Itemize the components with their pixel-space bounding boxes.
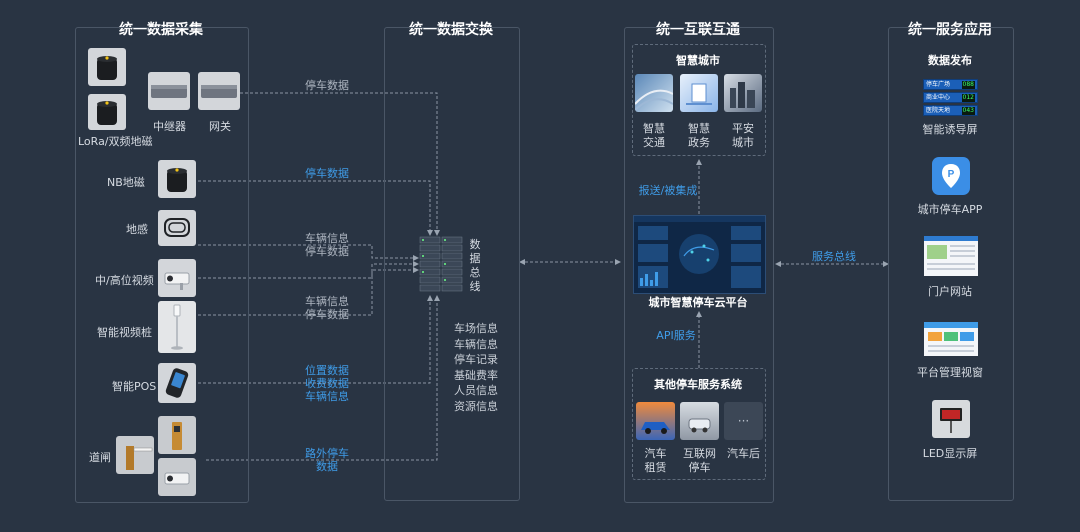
smart-city-title: 智慧城市 [676, 54, 720, 67]
flow-line-2 [198, 180, 433, 236]
lora-magnet-image-2 [88, 94, 126, 130]
label-car-rental: 汽车租赁 [644, 447, 667, 474]
label-video-pile: 智能视频桩 [97, 326, 152, 339]
label-aftermarket: 汽车后 [727, 447, 760, 460]
flow-label-5a: 位置数据 [305, 364, 349, 377]
bus-item: 基础费率 [454, 368, 498, 382]
portal-website-image [924, 236, 978, 276]
internet-parking-image [680, 402, 719, 440]
pos-image [158, 363, 196, 403]
label-led-screen: LED显示屏 [922, 447, 978, 460]
data-publish-title: 数据发布 [928, 54, 972, 67]
label-nb-magnet: NB地磁 [107, 176, 145, 189]
label-gateway: 网关 [209, 120, 231, 133]
report-label: 报送/被集成 [638, 184, 698, 197]
video-camera-image [158, 259, 196, 297]
service-panel [888, 27, 1014, 501]
bus-item: 车场信息 [454, 322, 498, 335]
guide-screen-image: 停车广场 088 商业中心 012 医院天地 043 [923, 79, 978, 117]
column-title-service: 统一服务应用 [908, 22, 992, 38]
label-gate: 道闸 [89, 451, 111, 464]
label-ground-sensor: 地感 [126, 223, 148, 236]
label-smart-government: 智慧政务 [688, 122, 710, 149]
ground-sensor-image [158, 210, 196, 246]
column-title-interconnect: 统一互联互通 [656, 22, 740, 38]
car-rental-image [636, 402, 675, 440]
flow-line-5 [198, 267, 419, 316]
label-video: 中/高位视频 [95, 274, 154, 287]
cloud-platform-label: 城市智慧停车云平台 [648, 296, 748, 309]
cloud-dashboard-image [633, 215, 766, 294]
api-service-label: API服务 [656, 329, 696, 342]
flow-label-5c: 车辆信息 [305, 390, 349, 403]
bus-data-items: 车场信息 车辆信息 停车记录 基础费率 人员信息 资源信息 [448, 321, 504, 414]
flow-line-6 [198, 295, 433, 384]
smart-city-box [632, 44, 766, 156]
column-title-exchange: 统一数据交换 [409, 22, 493, 38]
bus-item: 车辆信息 [454, 337, 498, 351]
flow-line-7 [206, 295, 440, 461]
gate-terminal-image [158, 416, 196, 454]
interconnect-panel [624, 27, 774, 503]
bus-item: 人员信息 [454, 384, 498, 397]
label-repeater: 中继器 [153, 120, 186, 133]
flow-label-2: 停车数据 [305, 167, 349, 180]
flow-label-3b: 停车数据 [305, 245, 349, 258]
flow-line-3 [198, 244, 419, 261]
data-bus-server-icon [419, 236, 463, 292]
exchange-panel [384, 27, 520, 501]
flow-label-3a: 车辆信息 [305, 232, 349, 245]
led-screen-image [932, 400, 970, 438]
flow-line-1 [240, 92, 440, 236]
other-systems-title: 其他停车服务系统 [654, 378, 742, 391]
other-systems-box [632, 368, 766, 480]
label-portal-website: 门户网站 [928, 285, 972, 298]
flow-label-6b: 数据 [316, 460, 338, 473]
collect-panel [75, 27, 249, 503]
label-internet-parking: 互联网停车 [683, 447, 716, 474]
data-bus-label: 数据总线 [469, 238, 481, 293]
repeater-image [148, 72, 190, 110]
label-guide-screen: 智能诱导屏 [922, 123, 978, 136]
label-smart-traffic: 智慧交通 [643, 122, 665, 149]
guide-row: 停车广场 088 [923, 79, 978, 90]
smart-government-image [680, 74, 718, 112]
label-platform-window: 平台管理视窗 [917, 366, 983, 379]
platform-window-image [924, 322, 978, 356]
gate-barrier-image [116, 436, 154, 474]
column-title-collect: 统一数据采集 [119, 22, 203, 38]
nb-magnet-image [158, 160, 196, 198]
guide-row: 商业中心 012 [923, 92, 978, 103]
more-systems-placeholder: ··· [724, 402, 763, 440]
label-lora: LoRa/双频地磁 [78, 135, 153, 148]
guide-row: 医院天地 043 [923, 105, 978, 116]
flow-label-4b: 停车数据 [305, 308, 349, 321]
gate-camera-image [158, 458, 196, 496]
flow-label-1: 停车数据 [305, 79, 349, 92]
gateway-image [198, 72, 240, 110]
video-pile-image [158, 301, 196, 353]
smart-traffic-image [635, 74, 673, 112]
flow-label-5b: 收费数据 [305, 377, 349, 390]
service-bus-label: 服务总线 [812, 250, 856, 263]
lora-magnet-image-1 [88, 48, 126, 86]
safe-city-image [724, 74, 762, 112]
label-safe-city: 平安城市 [732, 122, 754, 149]
parking-app-icon: P [932, 157, 970, 195]
bus-item: 资源信息 [454, 399, 498, 413]
label-parking-app: 城市停车APP [917, 203, 983, 216]
flow-label-4a: 车辆信息 [305, 295, 349, 308]
svg-text:P: P [948, 169, 955, 180]
flow-label-6a: 路外停车 [305, 447, 349, 460]
label-pos: 智能POS [112, 380, 157, 393]
bus-item: 停车记录 [454, 353, 498, 366]
